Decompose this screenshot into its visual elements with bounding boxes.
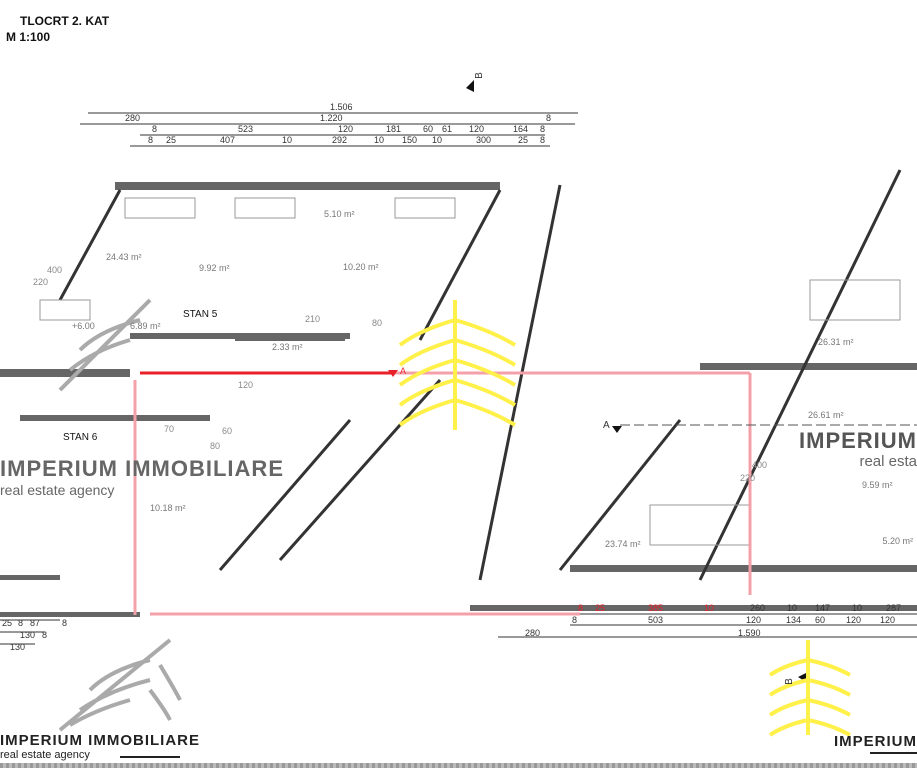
- dim: 8: [578, 603, 584, 613]
- section-line-pink: [133, 371, 752, 616]
- dim: 150: [402, 135, 418, 145]
- dim: 130: [10, 642, 26, 652]
- room-area: 23.74 m²: [605, 539, 641, 549]
- dim: 10: [432, 135, 443, 145]
- dim-total: 1.506: [330, 102, 353, 112]
- dim: 130: [20, 630, 36, 640]
- dim: 503: [648, 615, 664, 625]
- watermark-brand: IMPERIUM IMMOBILIARE: [0, 456, 284, 481]
- yellow-logo-icon: [398, 300, 851, 737]
- dim: 8: [62, 618, 68, 628]
- dim: 8: [546, 113, 552, 123]
- dim: 8: [152, 124, 158, 134]
- dim: 120: [746, 615, 762, 625]
- walls: [0, 182, 917, 617]
- dim: 10: [704, 603, 715, 613]
- dim: 523: [238, 124, 254, 134]
- drawing-scale: M 1:100: [6, 30, 51, 44]
- dim: 292: [332, 135, 348, 145]
- room-area: 6.89 m²: [130, 321, 161, 331]
- wall-fragments: [58, 169, 902, 581]
- dim: 10: [282, 135, 293, 145]
- section-b-top-arrow: [466, 80, 474, 92]
- inner-dim: 80: [372, 318, 383, 328]
- dim: 8: [572, 615, 578, 625]
- inner-dim: 60: [222, 426, 233, 436]
- inner-dim: 120: [238, 380, 254, 390]
- dim: 287: [886, 603, 902, 613]
- dim: 25: [2, 618, 13, 628]
- dim: 60: [423, 124, 434, 134]
- apartment-label-stan5: STAN 5: [183, 309, 218, 320]
- dim: 181: [386, 124, 402, 134]
- dim: 280: [525, 628, 541, 638]
- inner-dim: 220: [740, 473, 756, 483]
- section-a-red-arrow: [388, 370, 398, 377]
- watermark-brand-right: IMPERIUM: [799, 428, 917, 453]
- dim: 407: [220, 135, 236, 145]
- room-area: 5.10 m²: [324, 209, 355, 219]
- dim: 385: [648, 603, 664, 613]
- room-area: 2.33 m²: [272, 342, 303, 352]
- dim: 25: [595, 603, 606, 613]
- logo-brand-right: IMPERIUM: [834, 733, 917, 750]
- dim: 120: [880, 615, 896, 625]
- dim: 8: [148, 135, 154, 145]
- section-a-arrow: [612, 426, 622, 433]
- drawing-title: TLOCRT 2. KAT: [20, 14, 110, 28]
- dimension-lines: [0, 112, 917, 645]
- logo-tagline: real estate agency: [0, 749, 90, 761]
- dim: 147: [815, 603, 831, 613]
- section-b-top-label: B: [473, 72, 485, 79]
- dim: 120: [469, 124, 485, 134]
- dim: 8: [42, 630, 48, 640]
- dim: 300: [476, 135, 492, 145]
- dim: 1.220: [320, 113, 343, 123]
- room-area: 26.61 m²: [808, 410, 844, 420]
- dim: 120: [846, 615, 862, 625]
- inner-dim: 220: [33, 277, 49, 287]
- apartment-label-stan6: STAN 6: [63, 432, 98, 443]
- dim: 134: [786, 615, 802, 625]
- room-area: 9.59 m²: [862, 480, 893, 490]
- inner-dim: 210: [305, 314, 321, 324]
- bottom-strip: [0, 763, 917, 768]
- dim: 10: [852, 603, 863, 613]
- dim: 260: [750, 603, 766, 613]
- section-a-red-label: A: [400, 366, 407, 376]
- section-a-label: A: [603, 420, 610, 431]
- room-area: 24.43 m²: [106, 252, 142, 262]
- room-area: 10.20 m²: [343, 262, 379, 272]
- dim: 1.590: [738, 628, 761, 638]
- inner-dim: 80: [210, 441, 221, 451]
- watermark-tagline-right: real esta: [859, 453, 917, 470]
- dim: 60: [815, 615, 826, 625]
- gray-logo-icon: [58, 298, 182, 732]
- inner-dim: 400: [47, 265, 63, 275]
- floor-elevation: +6.00: [72, 321, 95, 331]
- dim: 8: [540, 124, 546, 134]
- dim: 8: [540, 135, 546, 145]
- room-area: 10.18 m²: [150, 503, 186, 513]
- dim: 25: [518, 135, 529, 145]
- dim: 120: [338, 124, 354, 134]
- room-area: 5.20 m²: [882, 536, 913, 546]
- inner-dim: 400: [752, 460, 768, 470]
- dim: 164: [513, 124, 529, 134]
- room-area: 9.92 m²: [199, 263, 230, 273]
- dim: 61: [442, 124, 453, 134]
- section-b-bottom-label: B: [783, 678, 795, 685]
- logo-brand: IMPERIUM IMMOBILIARE: [0, 732, 200, 749]
- dim: 10: [787, 603, 798, 613]
- dim: 87: [30, 618, 41, 628]
- dim: 8: [18, 618, 24, 628]
- watermark-tagline: real estate agency: [0, 482, 115, 498]
- dim: 280: [125, 113, 141, 123]
- inner-dim: 70: [164, 424, 175, 434]
- dim: 10: [374, 135, 385, 145]
- room-area: 26.31 m²: [818, 337, 854, 347]
- dim: 25: [166, 135, 177, 145]
